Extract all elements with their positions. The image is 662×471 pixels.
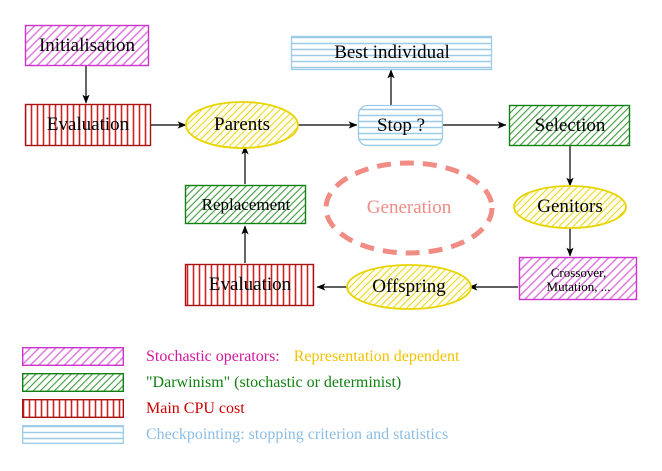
legend-swatch-stochastic xyxy=(22,347,124,366)
node-genitors xyxy=(513,185,627,229)
node-evaluation-top xyxy=(24,103,152,147)
legend-swatch-cpu xyxy=(22,399,124,418)
legend-row-stochastic: Stochastic operators: Representation depe… xyxy=(22,347,459,366)
node-crossover-mutation xyxy=(518,256,638,301)
legend-swatch-checkpointing xyxy=(22,425,124,444)
edge-group xyxy=(82,66,574,291)
node-offspring xyxy=(346,264,472,310)
legend-text-stochastic: Stochastic operators: Representation depe… xyxy=(146,348,459,366)
node-generation xyxy=(323,160,495,256)
legend-row-checkpointing: Checkpointing: stopping criterion and st… xyxy=(22,425,448,444)
node-best-individual xyxy=(290,35,493,71)
node-initialisation xyxy=(24,24,150,67)
node-selection xyxy=(508,104,631,147)
legend-row-darwinism: "Darwinism" (stochastic or determinist) xyxy=(22,373,401,392)
legend-text-cpu: Main CPU cost xyxy=(146,399,245,417)
legend-text-stochastic-a: Stochastic operators: xyxy=(146,347,280,365)
node-replacement xyxy=(184,184,307,225)
node-stop xyxy=(357,104,444,147)
node-evaluation-bottom xyxy=(184,263,315,307)
node-parents xyxy=(185,101,299,149)
legend-text-checkpointing: Checkpointing: stopping criterion and st… xyxy=(146,425,449,443)
legend-row-cpu: Main CPU cost xyxy=(22,399,245,418)
legend-text-darwinism: "Darwinism" (stochastic or determinist) xyxy=(146,373,402,391)
legend-swatch-darwinism xyxy=(22,373,124,392)
legend-text-stochastic-b: Representation dependent xyxy=(293,347,460,365)
